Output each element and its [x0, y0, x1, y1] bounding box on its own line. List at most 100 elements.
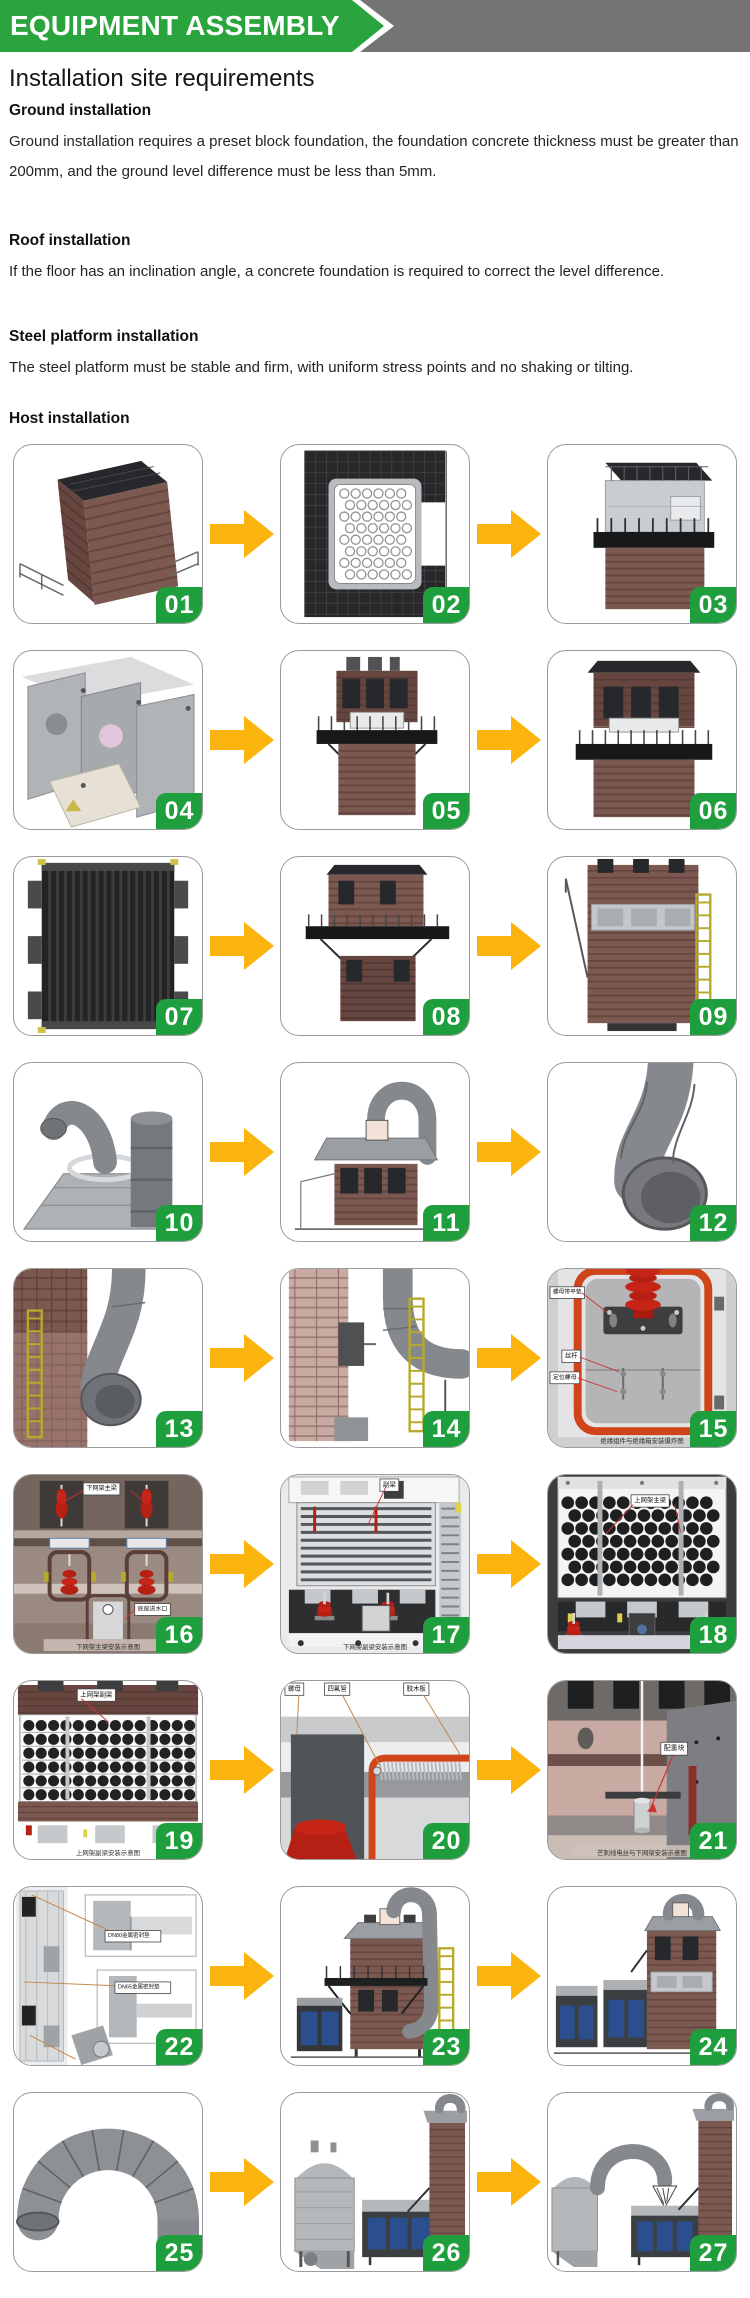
- next-step-arrow: [470, 1124, 547, 1180]
- arrow-right-icon: [476, 716, 541, 764]
- step-25-image: 25: [13, 2092, 203, 2272]
- svg-text:上网架主梁: 上网架主梁: [634, 1495, 667, 1504]
- step-09-image: 09: [547, 856, 737, 1036]
- step-number-badge: 12: [690, 1205, 736, 1241]
- arrow-right-icon: [209, 922, 274, 970]
- arrow-right-icon: [209, 1952, 274, 2000]
- svg-text:下网架主梁: 下网架主梁: [86, 1484, 117, 1492]
- step-number-badge: 14: [423, 1411, 469, 1447]
- step-number-badge: 03: [690, 587, 736, 623]
- svg-text:丝杆: 丝杆: [565, 1351, 578, 1360]
- step-23-image: 23: [280, 1886, 470, 2066]
- step-03-image: 03: [547, 444, 737, 624]
- step-number-badge: 08: [423, 999, 469, 1035]
- step-number-badge: 05: [423, 793, 469, 829]
- step-number-badge: 23: [423, 2029, 469, 2065]
- arrow-right-icon: [476, 2158, 541, 2206]
- requirements-section: Installation site requirements Ground in…: [0, 65, 750, 428]
- next-step-arrow: [203, 1124, 280, 1180]
- step-13-image: 13: [13, 1268, 203, 1448]
- next-step-arrow: [203, 712, 280, 768]
- step-05-art: [281, 651, 469, 829]
- arrow-right-icon: [209, 716, 274, 764]
- svg-text:四氟管: 四氟管: [328, 1683, 348, 1692]
- equipment-assembly-banner: EQUIPMENT ASSEMBLY: [0, 0, 750, 52]
- step-11-image: 11: [280, 1062, 470, 1242]
- step-26-image: 26: [280, 2092, 470, 2272]
- step-03-art: [548, 445, 736, 623]
- roof-installation-heading: Roof installation: [9, 232, 131, 249]
- step-06-art: [548, 651, 736, 829]
- step-08-art: [281, 857, 469, 1035]
- step-08-image: 08: [280, 856, 470, 1036]
- svg-text:绝缘组件与绝缘箱安装爆炸图: 绝缘组件与绝缘箱安装爆炸图: [600, 1436, 683, 1445]
- step-number-badge: 15: [690, 1411, 736, 1447]
- step-02-image: 02: [280, 444, 470, 624]
- step-number-badge: 20: [423, 1823, 469, 1859]
- step-number-badge: 18: [690, 1617, 736, 1653]
- svg-text:螺母: 螺母: [288, 1683, 301, 1692]
- step-20-image: 螺母 四氟管 胶木板 20: [280, 1680, 470, 1860]
- step-27-image: 27: [547, 2092, 737, 2272]
- svg-text:芒刺线电丝与下网架安装示意图: 芒刺线电丝与下网架安装示意图: [597, 1848, 687, 1857]
- step-18-art: 上网架主梁: [548, 1475, 736, 1653]
- step-row: 07 08 09: [13, 856, 737, 1036]
- next-step-arrow: [470, 712, 547, 768]
- step-18-image: 上网架主梁 18: [547, 1474, 737, 1654]
- step-13-art: [14, 1269, 202, 1447]
- step-number-badge: 11: [423, 1205, 469, 1241]
- ground-installation-body: Ground installation requires a preset bl…: [9, 133, 739, 180]
- step-number-badge: 01: [156, 587, 202, 623]
- steel-platform-body: The steel platform must be stable and fi…: [9, 359, 634, 376]
- svg-text:定位螺母: 定位螺母: [553, 1373, 577, 1381]
- arrow-right-icon: [209, 510, 274, 558]
- step-14-art: [281, 1269, 469, 1447]
- svg-text:下网架主梁安装示意图: 下网架主梁安装示意图: [76, 1642, 140, 1651]
- step-number-badge: 09: [690, 999, 736, 1035]
- step-number-badge: 13: [156, 1411, 202, 1447]
- svg-text:胶木板: 胶木板: [407, 1683, 427, 1692]
- next-step-arrow: [470, 506, 547, 562]
- arrow-right-icon: [209, 1334, 274, 1382]
- step-21-art: 配重块芒刺线电丝与下网架安装示意图: [548, 1681, 736, 1859]
- next-step-arrow: [470, 1536, 547, 1592]
- step-02-art: [281, 445, 469, 623]
- step-15-art: 螺母带平垫丝杆定位螺母绝缘组件与绝缘箱安装爆炸图: [548, 1269, 736, 1447]
- page-title: Installation site requirements: [9, 65, 315, 92]
- next-step-arrow: [470, 1948, 547, 2004]
- arrow-right-icon: [209, 1128, 274, 1176]
- step-number-badge: 07: [156, 999, 202, 1035]
- arrow-right-icon: [476, 1334, 541, 1382]
- step-number-badge: 26: [423, 2235, 469, 2271]
- next-step-arrow: [203, 506, 280, 562]
- step-11-art: [281, 1063, 469, 1241]
- step-24-image: 24: [547, 1886, 737, 2066]
- svg-text:上网架副梁: 上网架副梁: [80, 1689, 113, 1698]
- banner-title: EQUIPMENT ASSEMBLY: [10, 10, 340, 41]
- step-12-art: [548, 1063, 736, 1241]
- step-12-image: 12: [547, 1062, 737, 1242]
- arrow-right-icon: [209, 1540, 274, 1588]
- step-number-badge: 17: [423, 1617, 469, 1653]
- step-07-art: [14, 857, 202, 1035]
- next-step-arrow: [470, 1330, 547, 1386]
- next-step-arrow: [470, 1742, 547, 1798]
- step-07-image: 07: [13, 856, 203, 1036]
- svg-text:配重块: 配重块: [664, 1743, 685, 1752]
- next-step-arrow: [203, 1742, 280, 1798]
- svg-text:DN65金属密封垫: DN65金属密封垫: [118, 1982, 160, 1990]
- step-09-art: [548, 857, 736, 1035]
- step-number-badge: 19: [156, 1823, 202, 1859]
- step-number-badge: 06: [690, 793, 736, 829]
- step-number-badge: 16: [156, 1617, 202, 1653]
- next-step-arrow: [470, 2154, 547, 2210]
- step-row: 25 26 27: [13, 2092, 737, 2272]
